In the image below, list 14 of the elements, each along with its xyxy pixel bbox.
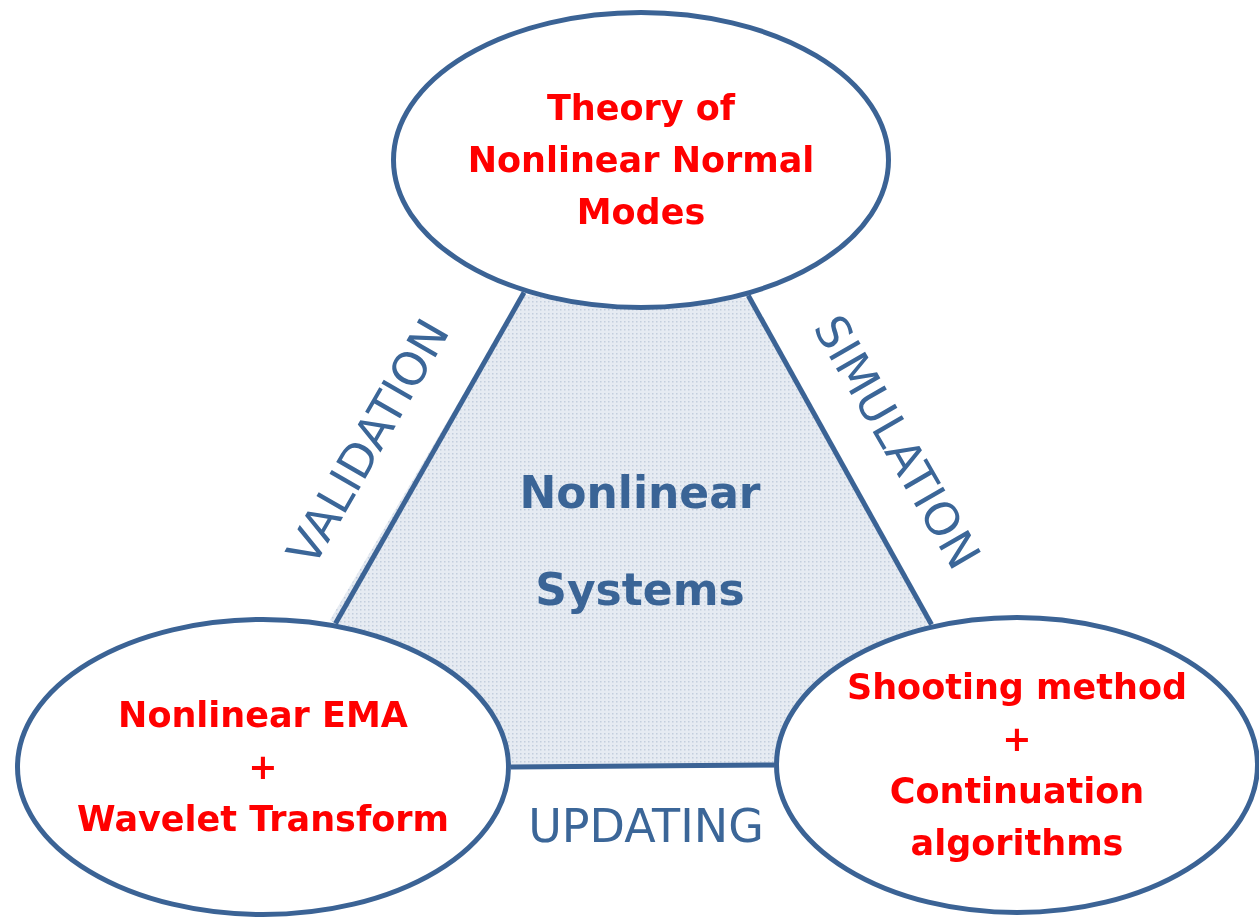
node-text: Shooting method <box>845 666 1189 709</box>
edge-label: UPDATING <box>528 799 764 853</box>
node-text: Wavelet Transform <box>76 798 450 841</box>
node-text: + <box>1001 718 1033 761</box>
connector-line <box>333 291 527 625</box>
connector-line <box>511 762 774 770</box>
center-text: Nonlinear Systems <box>518 466 762 617</box>
ellipse-node <box>15 617 511 917</box>
node-text: Continuation algorithms <box>888 770 1146 865</box>
node-text: Theory of Nonlinear Normal Modes <box>466 87 816 234</box>
node-text: Nonlinear EMA <box>117 694 409 737</box>
connector-line <box>746 294 934 626</box>
ellipse-node <box>391 10 891 310</box>
node-text: + <box>247 746 279 789</box>
